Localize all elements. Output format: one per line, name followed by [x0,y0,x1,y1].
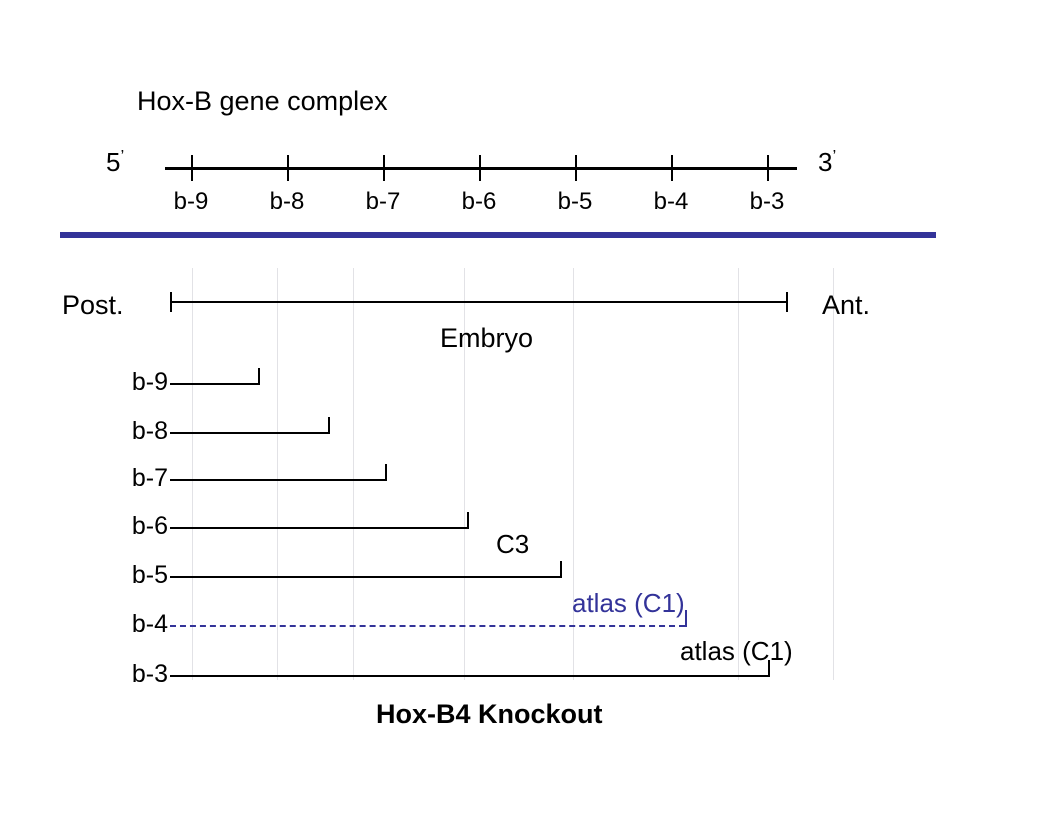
gene-complex-label-b-4: b-4 [653,188,689,215]
gene-row-line-b-7 [170,479,385,481]
three-prime-label: 3’ [818,147,836,177]
atlas-c1-annotation-blue: atlas (C1) [572,588,685,618]
plot-gridline-3 [464,268,465,680]
gene-complex-axis-line [165,167,797,170]
gene-complex-tick-b-3 [767,155,769,181]
gene-row-label-b-9: b-9 [131,368,168,396]
plot-gridline-5 [738,268,739,680]
gene-complex-label-b-5: b-5 [557,188,593,215]
gene-row-label-b-3: b-3 [131,660,168,688]
prime-mark-icon: ’ [120,146,125,166]
gene-complex-tick-b-4 [671,155,673,181]
gene-complex-tick-b-5 [575,155,577,181]
plot-gridline-2 [353,268,354,680]
gene-row-label-b-5: b-5 [131,561,168,589]
c3-annotation: C3 [496,529,530,559]
gene-row-cap-b-6 [467,512,469,529]
knockout-title: Hox-B4 Knockout [376,699,603,729]
gene-row-line-b-9 [170,383,258,385]
hox-b-complex-title: Hox-B gene complex [137,86,388,116]
gene-row-label-b-8: b-8 [131,417,168,445]
gene-complex-label-b-3: b-3 [749,188,785,215]
embryo-axis-line [170,301,786,303]
gene-complex-tick-b-6 [479,155,481,181]
gene-row-line-b-3 [170,675,768,677]
gene-complex-label-b-9: b-9 [173,188,209,215]
gene-complex-tick-b-7 [383,155,385,181]
gene-row-cap-b-9 [258,368,260,385]
gene-row-label-b-7: b-7 [131,464,168,492]
gene-row-label-b-4: b-4 [131,610,168,638]
gene-complex-label-b-6: b-6 [461,188,497,215]
three-prime-value: 3 [818,147,833,177]
gene-row-line-b-8 [170,432,328,434]
atlas-c1-annotation-black: atlas (C1) [680,636,793,666]
gene-complex-tick-b-8 [287,155,289,181]
gene-row-line-b-4 [170,625,685,627]
plot-gridline-1 [277,268,278,680]
plot-gridline-4 [573,268,574,680]
gene-row-label-b-6: b-6 [131,512,168,540]
embryo-axis-cap-anterior [786,292,788,312]
gene-complex-tick-b-9 [191,155,193,181]
gene-row-cap-b-3 [768,660,770,677]
gene-row-cap-b-5 [560,561,562,578]
plot-gridline-0 [192,268,193,680]
embryo-axis-cap-posterior [170,292,172,312]
gene-complex-label-b-8: b-8 [269,188,305,215]
five-prime-value: 5 [106,147,121,177]
prime-mark-icon: ’ [832,146,837,166]
gene-complex-label-b-7: b-7 [365,188,401,215]
gene-row-cap-b-8 [328,417,330,434]
anterior-label: Ant. [822,290,871,320]
five-prime-label: 5’ [106,147,124,177]
gene-row-cap-b-4 [685,610,687,627]
gene-row-line-b-6 [170,527,467,529]
embryo-label: Embryo [440,323,534,353]
posterior-label: Post. [62,290,124,320]
section-divider [60,232,936,238]
gene-row-cap-b-7 [385,464,387,481]
gene-row-line-b-5 [170,576,560,578]
plot-gridline-6 [833,268,834,680]
